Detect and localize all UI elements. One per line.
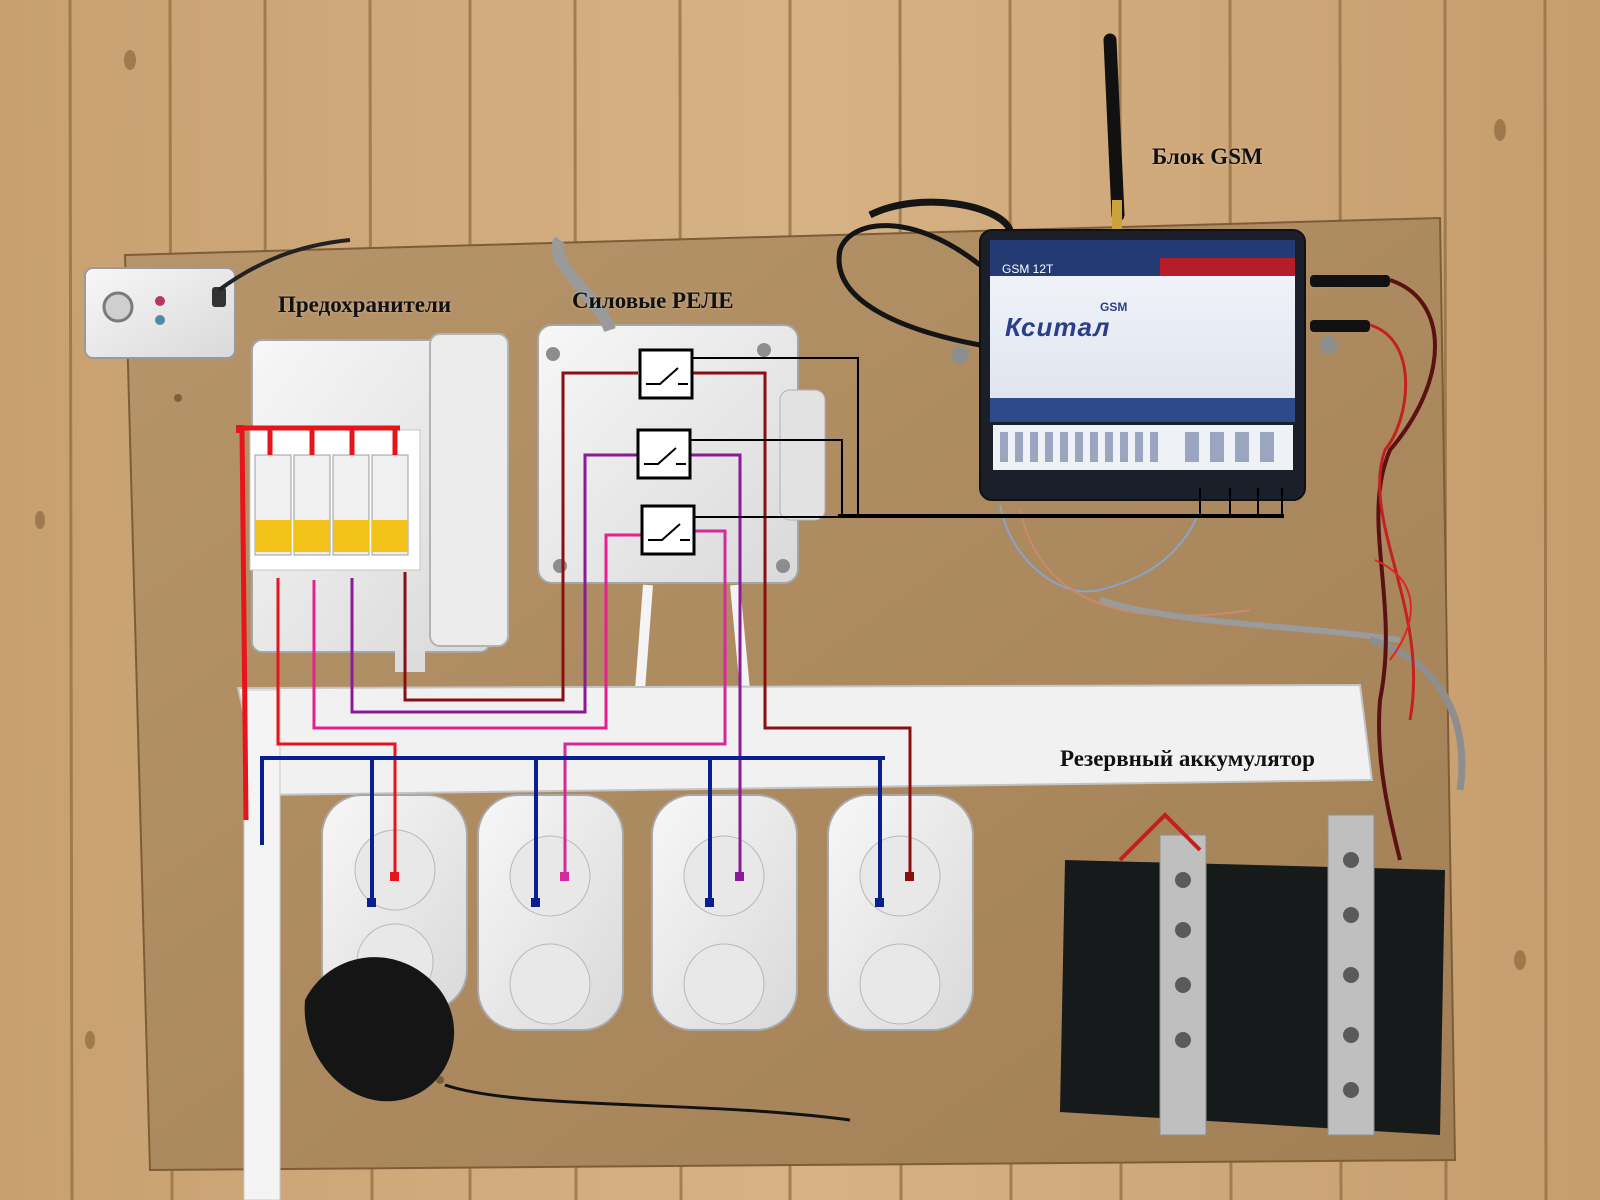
caption-gsm-block: Блок GSM <box>1152 144 1263 169</box>
sensor-wiring <box>999 504 1466 791</box>
gsm-brand-logo: Кситал <box>1005 312 1111 342</box>
relay-2-output <box>690 453 742 876</box>
gsm-brand-tag: GSM <box>1100 300 1128 314</box>
gsm-model-label: GSM 12T <box>1002 262 1054 276</box>
fuse-panel <box>249 333 509 672</box>
relay-1-output <box>692 371 912 876</box>
socket-2 <box>477 794 624 1031</box>
socket-row <box>321 794 974 1031</box>
sensor-box <box>84 238 351 359</box>
socket-terminals <box>367 872 914 907</box>
backup-battery <box>1060 812 1445 1136</box>
breaker-2-line <box>312 533 642 730</box>
caption-relays: Силовые РЕЛЕ <box>572 288 734 313</box>
breaker-row <box>254 454 409 556</box>
gsm-block <box>836 33 1390 501</box>
relay-symbol-1 <box>638 348 694 400</box>
wiring-overlay <box>236 348 1284 907</box>
relay-symbol-3 <box>640 504 696 556</box>
caption-backup-battery: Резервный аккумулятор <box>1060 746 1315 771</box>
neutral-bus <box>260 756 885 905</box>
battery-cables <box>1369 278 1437 861</box>
breaker-3-line <box>350 453 638 714</box>
antenna <box>1103 33 1125 222</box>
socket-3 <box>651 794 798 1031</box>
relay-3-output <box>563 529 727 876</box>
relay-symbol-2 <box>636 428 692 480</box>
socket-4 <box>827 794 974 1031</box>
breaker-4-line <box>403 371 638 702</box>
power-adapter <box>304 957 851 1122</box>
control-wiring <box>690 357 859 518</box>
caption-fuses: Предохранители <box>278 292 452 317</box>
breaker-1-line <box>276 578 397 876</box>
